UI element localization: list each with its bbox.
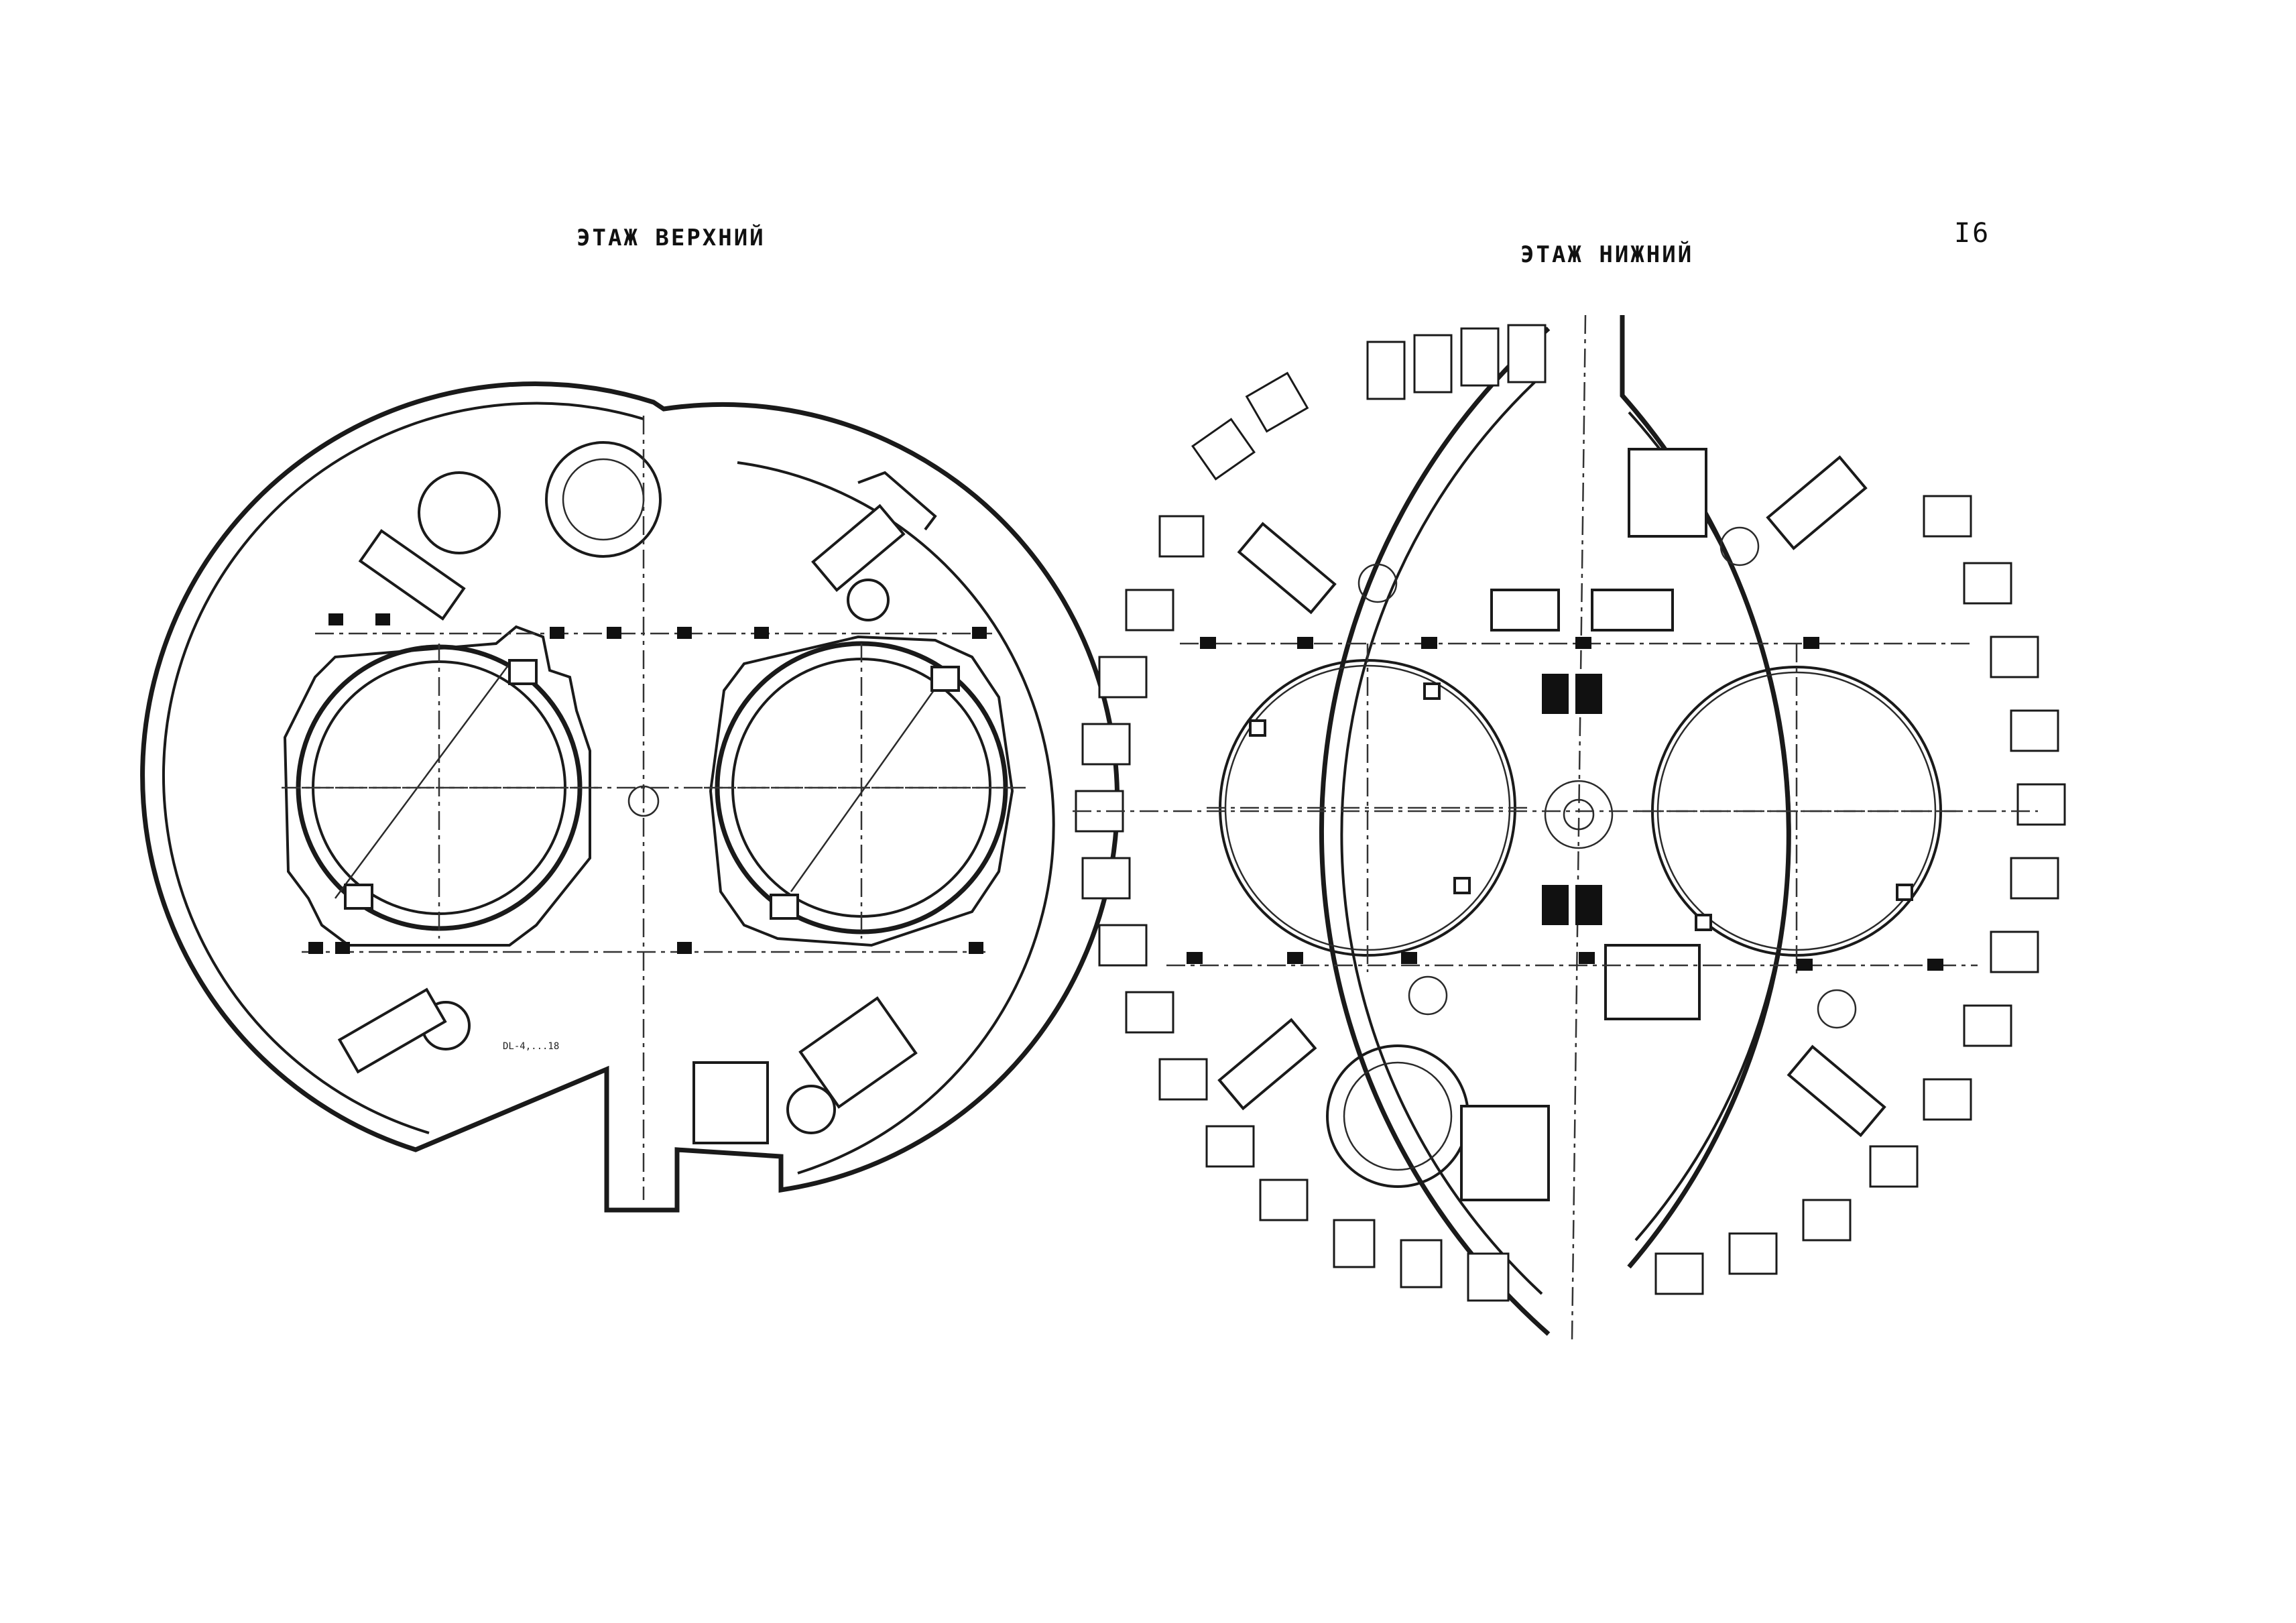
lower-floor-title: ЭТАЖ НИЖНИЙ (1520, 241, 1694, 268)
upper-equipment-box (692, 1061, 769, 1144)
lower-equipment-box (1604, 944, 1701, 1020)
lower-fixture (1357, 563, 1398, 603)
upper-small-hatch-bottom-right (786, 1085, 836, 1134)
upper-equipment-box (337, 987, 447, 1074)
upper-notch (857, 471, 937, 531)
lower-equipment-box (1490, 589, 1560, 632)
lower-equipment-box (1237, 522, 1337, 615)
lower-perimeter-blocks (1075, 324, 2066, 1302)
lower-fixture (1408, 975, 1448, 1016)
lower-bottom-hatch-inner (1343, 1061, 1453, 1171)
upper-floor-plan (139, 381, 1120, 1213)
lower-frame-marks (1187, 637, 1943, 971)
lower-inner-wall-right (1628, 411, 1791, 1242)
upper-left-turret-ring (283, 625, 603, 947)
upper-equipment-box (358, 529, 466, 621)
upper-right-turret-ring (704, 635, 1019, 947)
lower-centre-hatch-inner (1563, 798, 1595, 831)
lower-equipment-box (1766, 455, 1868, 550)
page-number: I6 (1954, 218, 1991, 249)
lower-centre-split (1571, 314, 1587, 1341)
lower-centre-hatch (1544, 780, 1614, 849)
lower-floor-plan (1073, 314, 2066, 1341)
upper-inner-wall (162, 402, 644, 1134)
upper-small-hatch-top (545, 441, 662, 558)
lower-inner-wall (1340, 374, 1543, 1295)
upper-dimension-note: DL-4,...18 (503, 1041, 559, 1052)
lower-fixture (1719, 526, 1760, 566)
upper-small-hatch-right (847, 579, 890, 621)
lower-equipment-box (1787, 1044, 1886, 1138)
upper-equipment-box (811, 503, 906, 593)
upper-frame-marks (308, 613, 987, 954)
upper-small-hatch-top-inner (562, 458, 645, 541)
lower-equipment-box (1217, 1018, 1317, 1111)
lower-equipment-box (1591, 589, 1674, 632)
upper-equipment-box (798, 996, 918, 1109)
upper-floor-title: ЭТАЖ ВЕРХНИЙ (577, 225, 766, 251)
lower-outer-wall (1319, 326, 1551, 1336)
lower-left-turret-ring (1207, 644, 1528, 972)
lower-equipment-box (1460, 1105, 1550, 1201)
lower-bottom-hatch (1326, 1044, 1469, 1188)
lower-fixture (1817, 989, 1857, 1029)
upper-small-hatch-left (418, 471, 501, 554)
upper-outer-wall (139, 381, 1120, 1213)
lower-equipment-box (1628, 448, 1707, 538)
